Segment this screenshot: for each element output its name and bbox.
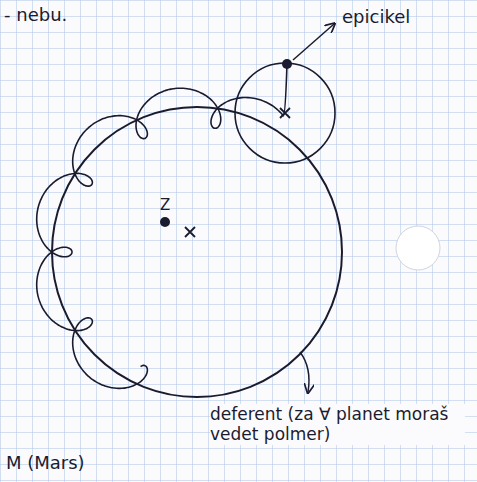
planet-path	[37, 64, 287, 388]
center-mark	[185, 227, 195, 237]
planet-path	[37, 64, 287, 388]
earth-dot	[160, 217, 170, 227]
epicycle-label: epicikel	[342, 6, 410, 28]
punch-hole	[396, 226, 440, 270]
planet-label: M (Mars)	[6, 452, 85, 474]
leader-arrow	[300, 352, 309, 392]
note-text: - nebu.	[4, 4, 67, 26]
earth-label: Z	[160, 196, 170, 214]
deferent-circle	[52, 107, 342, 397]
epicycle-center-mark	[280, 108, 290, 118]
leader-arrow	[293, 24, 334, 60]
deferent-label: deferent (za ∀ planet moraš vedet polmer…	[210, 404, 465, 445]
epicycle-circle	[235, 63, 335, 163]
planet-dot	[282, 59, 292, 69]
